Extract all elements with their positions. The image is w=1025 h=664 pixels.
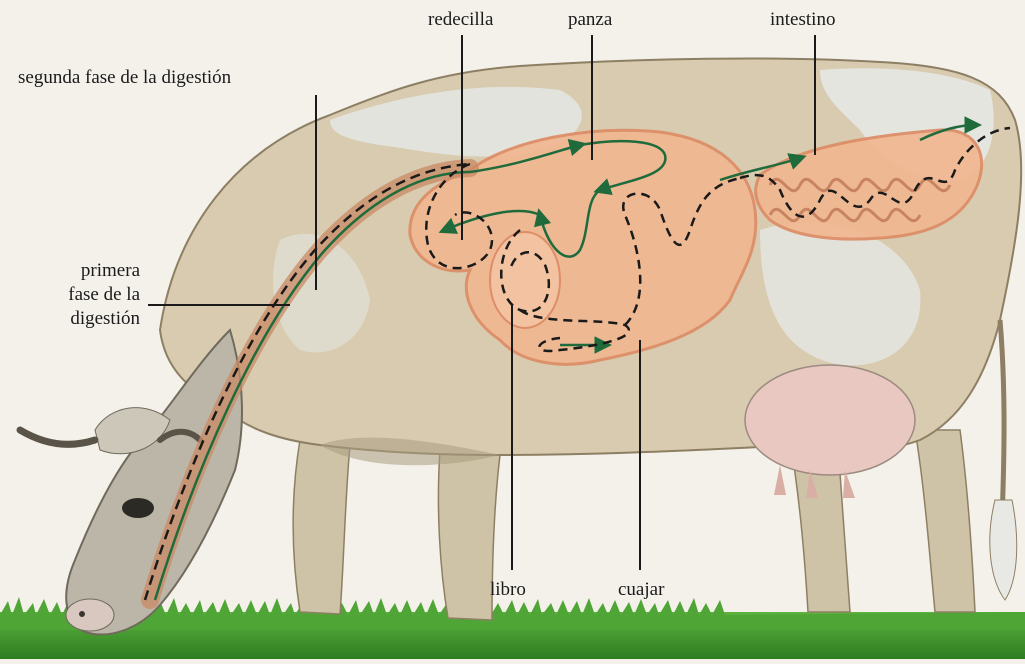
- label-primera-fase-line-2: fase de la: [22, 283, 140, 307]
- label-primera-fase: primera fase de la digestión: [22, 259, 140, 331]
- label-intestino: intestino: [770, 8, 835, 32]
- label-segunda-fase: segunda fase de la digestión: [18, 66, 231, 90]
- label-libro: libro: [490, 578, 526, 602]
- label-primera-fase-line-1: primera: [22, 259, 140, 283]
- label-primera-fase-line-3: digestión: [22, 307, 140, 331]
- label-cuajar: cuajar: [618, 578, 664, 602]
- label-redecilla: redecilla: [428, 8, 493, 32]
- cow-head: [20, 330, 242, 634]
- label-panza: panza: [568, 8, 612, 32]
